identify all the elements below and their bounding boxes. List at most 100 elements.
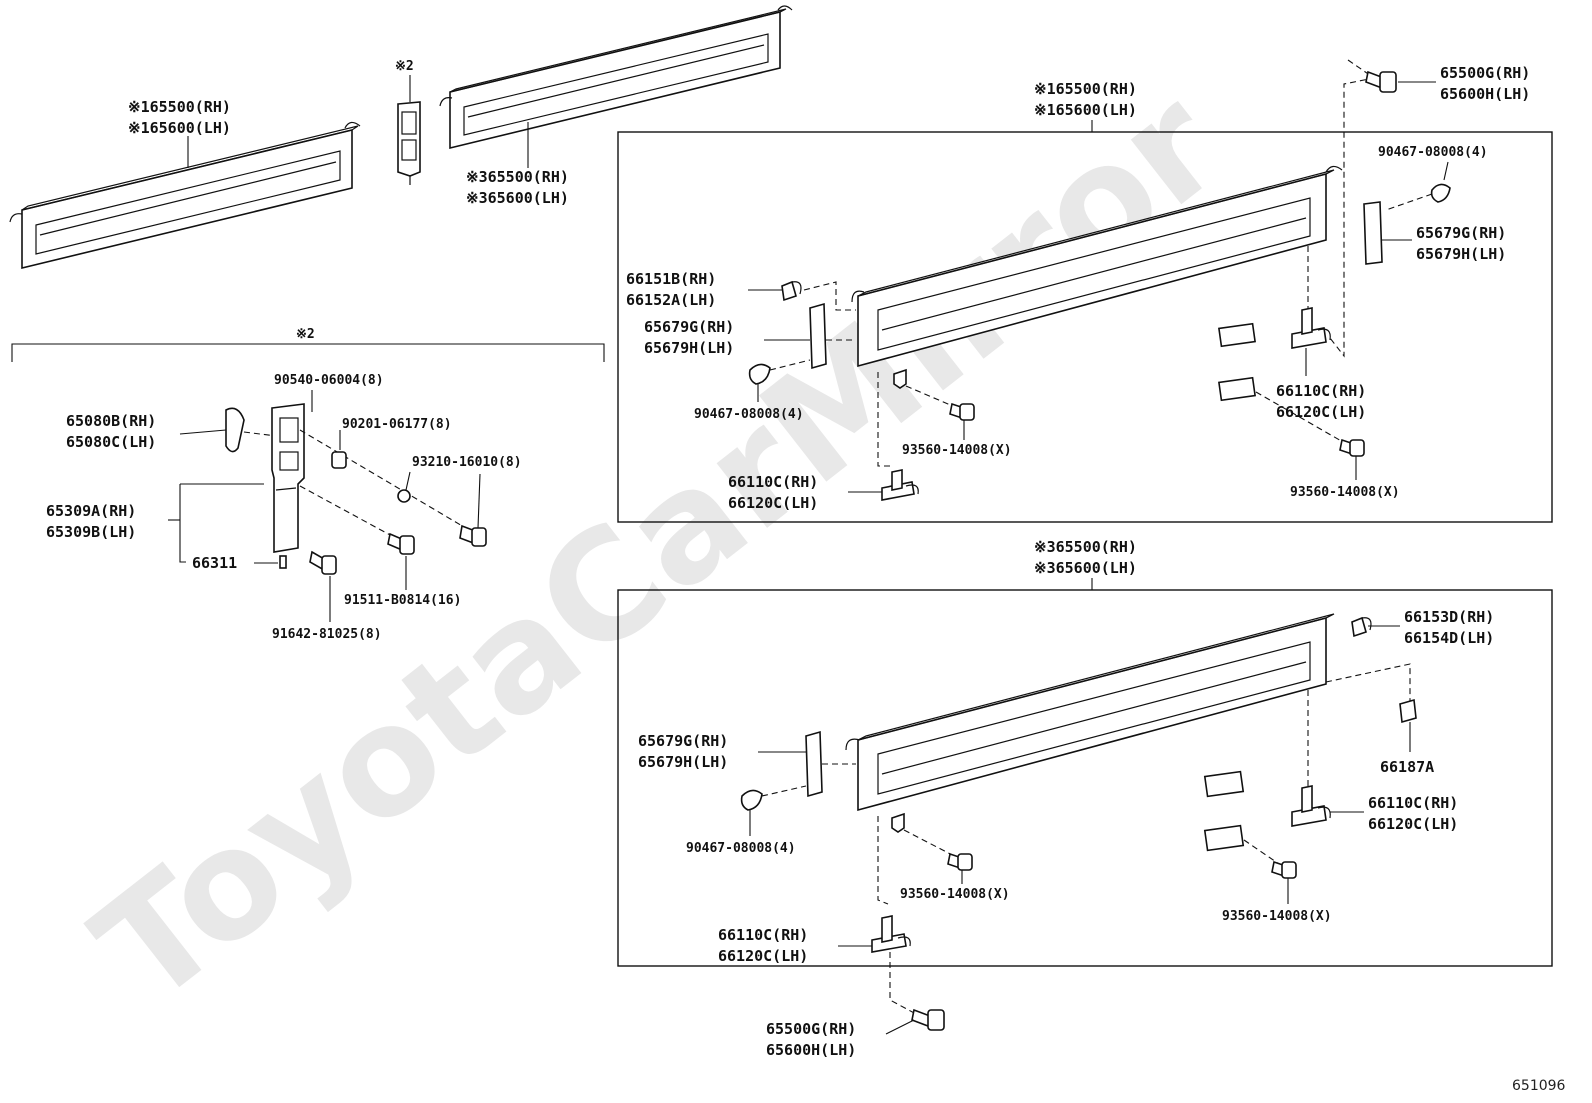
dashed-guide bbox=[761, 785, 807, 797]
label-b2-65679g: 65679G(RH) bbox=[638, 732, 728, 750]
box2-rivet bbox=[740, 789, 763, 811]
box1-hinge-right bbox=[1291, 307, 1331, 349]
hinge-assembly-small bbox=[397, 101, 421, 185]
label-b2-66110-left: 66110C(RH) bbox=[718, 926, 808, 944]
dashed-guide bbox=[903, 829, 959, 859]
box2-hinge-right bbox=[1291, 785, 1331, 827]
label-91511: 91511-B0814(16) bbox=[344, 593, 461, 608]
hinge-bracket bbox=[271, 403, 305, 553]
label-b1-65679h: 65679H(LH) bbox=[644, 339, 734, 357]
label-b1-66110-right: 66110C(RH) bbox=[1276, 382, 1366, 400]
label-b1-66152: 66152A(LH) bbox=[626, 291, 716, 309]
label-r-65679h: 65679H(LH) bbox=[1416, 245, 1506, 263]
label-b1-90467: 90467-08008(4) bbox=[694, 407, 804, 422]
label-90540: 90540-06004(8) bbox=[274, 373, 384, 388]
label-bracket-rh: 65309A(RH) bbox=[46, 502, 136, 520]
pin bbox=[279, 555, 287, 569]
bolt bbox=[459, 524, 487, 547]
box1-reinforcement bbox=[809, 302, 827, 370]
box1-frame bbox=[617, 131, 1553, 523]
label-b2-93560-right: 93560-14008(X) bbox=[1222, 909, 1332, 924]
dashed-guide bbox=[243, 431, 277, 437]
leader bbox=[179, 484, 186, 563]
box2-reinforcement bbox=[805, 730, 823, 798]
dashed-guide bbox=[1243, 839, 1283, 867]
label-b1-65679g: 65679G(RH) bbox=[644, 318, 734, 336]
dashed-guide bbox=[877, 816, 889, 905]
label-b2-66187: 66187A bbox=[1380, 758, 1434, 776]
dashed-guide bbox=[299, 485, 415, 549]
label-top-left-lh: ※165600(LH) bbox=[128, 119, 231, 137]
box1-clip bbox=[781, 280, 802, 302]
box1-pad-lower bbox=[1218, 376, 1256, 402]
dashed-guide bbox=[299, 429, 487, 541]
dashed-guide bbox=[1329, 59, 1376, 358]
label-r-90467: 90467-08008(4) bbox=[1378, 145, 1488, 160]
side-panel-top-left bbox=[9, 121, 361, 270]
box2-bolt-left bbox=[947, 852, 973, 871]
box1-hinge-left bbox=[881, 469, 919, 501]
box1-bolt-left bbox=[949, 402, 975, 421]
label-b2-66110-right: 66110C(RH) bbox=[1368, 794, 1458, 812]
label-b1-66151: 66151B(RH) bbox=[626, 270, 716, 288]
box1-bolt-right bbox=[1339, 438, 1365, 457]
label-b1-66110-left: 66110C(RH) bbox=[728, 473, 818, 491]
label-top-left-rh: ※165500(RH) bbox=[128, 98, 231, 116]
label-top-middle-lh: ※365600(LH) bbox=[466, 189, 569, 207]
box1-pad-upper bbox=[1218, 322, 1256, 348]
label-b2-66120-right: 66120C(LH) bbox=[1368, 815, 1458, 833]
dashed-guide bbox=[877, 372, 894, 467]
dashed-guide bbox=[803, 281, 856, 311]
label-hinge-rh: 65080B(RH) bbox=[66, 412, 156, 430]
label-91642: 91642-81025(8) bbox=[272, 627, 382, 642]
box2-pad-lower bbox=[1203, 824, 1245, 852]
bolt-bottom bbox=[911, 1008, 945, 1031]
box2-title-rh: ※365500(RH) bbox=[1034, 538, 1137, 556]
label-b1-66120-left: 66120C(LH) bbox=[728, 494, 818, 512]
collar bbox=[331, 451, 347, 469]
box2-frame bbox=[617, 589, 1553, 967]
bolt bbox=[387, 532, 415, 555]
label-pin: 66311 bbox=[192, 554, 237, 572]
leader bbox=[179, 429, 227, 435]
label-b2-90467: 90467-08008(4) bbox=[686, 841, 796, 856]
box1-side-panel bbox=[851, 165, 1343, 368]
box2-pad-upper bbox=[1203, 770, 1245, 798]
label-r-65500g: 65500G(RH) bbox=[1440, 64, 1530, 82]
label-top-middle-rh: ※365500(RH) bbox=[466, 168, 569, 186]
box1-title-rh: ※165500(RH) bbox=[1034, 80, 1137, 98]
box2-title-lh: ※365600(LH) bbox=[1034, 559, 1137, 577]
label-90201: 90201-06177(8) bbox=[342, 417, 452, 432]
label-b2-93560-left: 93560-14008(X) bbox=[900, 887, 1010, 902]
bolt-top-right bbox=[1365, 70, 1397, 93]
box2-nut-plate bbox=[891, 812, 905, 833]
box2-bracket bbox=[1399, 698, 1417, 724]
dashed-guide bbox=[1325, 663, 1411, 702]
rivet-right bbox=[1430, 183, 1451, 203]
label-bottom-65600h: 65600H(LH) bbox=[766, 1041, 856, 1059]
figure-number: 651096 bbox=[1512, 1078, 1566, 1094]
dashed-guide bbox=[769, 359, 811, 371]
box1-rivet bbox=[748, 363, 771, 385]
label-b2-66153: 66153D(RH) bbox=[1404, 608, 1494, 626]
label-bottom-65500g: 65500G(RH) bbox=[766, 1020, 856, 1038]
leader bbox=[1443, 161, 1449, 181]
box2-side-panel bbox=[845, 613, 1335, 812]
leader bbox=[405, 471, 411, 491]
box2-hinge-left bbox=[871, 915, 911, 953]
label-r-65679g: 65679G(RH) bbox=[1416, 224, 1506, 242]
box2-clip bbox=[1351, 616, 1372, 638]
label-b2-66154: 66154D(LH) bbox=[1404, 629, 1494, 647]
label-93210: 93210-16010(8) bbox=[412, 455, 522, 470]
box1-nut-plate bbox=[893, 368, 907, 389]
label-b2-65679h: 65679H(LH) bbox=[638, 753, 728, 771]
hinge-plate bbox=[225, 407, 245, 453]
label-star2-group: ※2 bbox=[296, 327, 315, 342]
group-bracket bbox=[11, 343, 605, 362]
label-b1-93560-left: 93560-14008(X) bbox=[902, 443, 1012, 458]
side-panel-top-middle bbox=[439, 5, 793, 150]
leader bbox=[885, 1019, 915, 1035]
label-star2-top: ※2 bbox=[395, 59, 414, 74]
